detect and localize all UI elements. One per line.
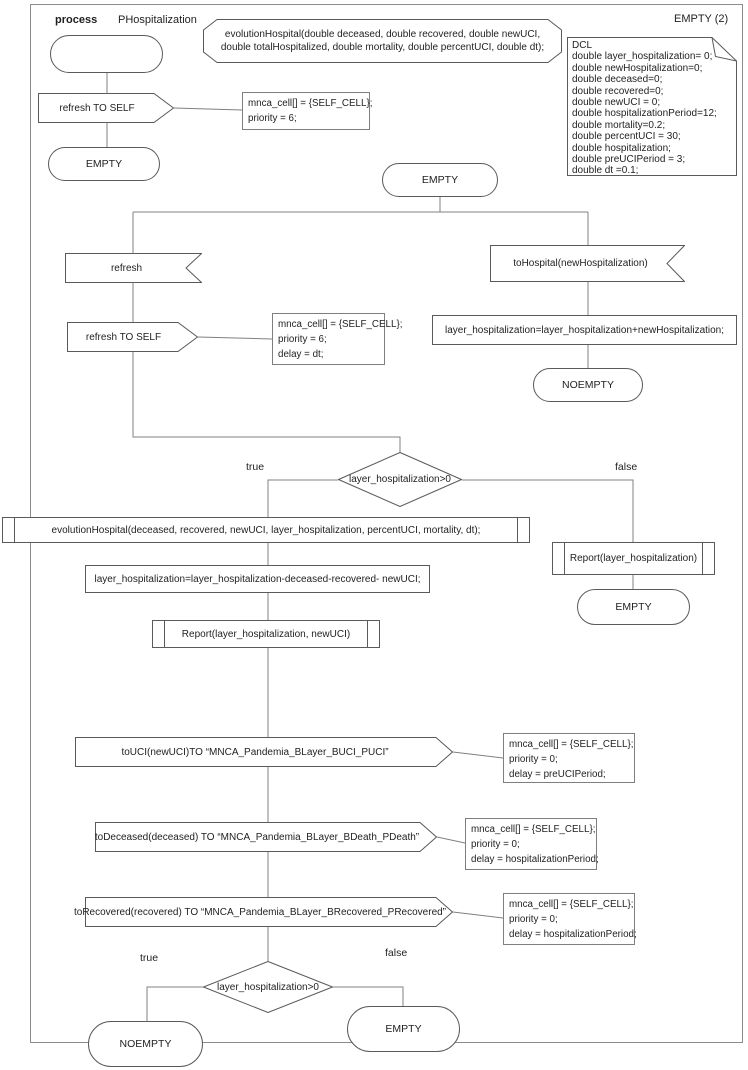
output-signal-to-uci: toUCI(newUCI)TO “MNCA_Pandemia_BLayer_BU… xyxy=(75,737,453,767)
procedure-call-label: evolutionHospital(deceased, recovered, n… xyxy=(51,524,481,536)
procedure-declaration-evolution-hospital: evolutionHospital(double deceased, doubl… xyxy=(203,19,562,63)
task-label: layer_hospitalization=layer_hospitalizat… xyxy=(94,573,421,585)
task-label: layer_hospitalization=layer_hospitalizat… xyxy=(444,324,725,336)
procedure-call-report-newuci: Report(layer_hospitalization, newUCI) xyxy=(152,620,380,648)
decision-label: layer_hospitalization>0 xyxy=(216,981,319,993)
label-true-1: true xyxy=(246,461,265,473)
state-label: EMPTY xyxy=(421,174,459,186)
procedure-declaration-label: evolutionHospital(double deceased, doubl… xyxy=(220,29,545,53)
state-empty-initial: EMPTY xyxy=(48,147,160,181)
output-signal-label: toUCI(newUCI)TO “MNCA_Pandemia_BLayer_BU… xyxy=(121,746,389,758)
output-signal-to-recovered: toRecovered(recovered) TO “MNCA_Pandemia… xyxy=(73,897,453,927)
state-empty-right: EMPTY xyxy=(577,589,690,625)
task-subtract-hospitalization: layer_hospitalization=layer_hospitalizat… xyxy=(85,565,430,593)
comment-box-to-recovered: mnca_cell[] = {SELF_CELL};priority = 0;d… xyxy=(503,893,637,945)
output-signal-refresh-to-self: refresh TO SELF xyxy=(67,322,198,352)
decision-layer-hospitalization-1: layer_hospitalization>0 xyxy=(338,452,462,507)
decision-label: layer_hospitalization>0 xyxy=(348,474,451,485)
output-signal-label: refresh TO SELF xyxy=(59,102,135,114)
state-label: EMPTY xyxy=(615,601,652,613)
page-label: EMPTY (2) xyxy=(674,13,729,25)
input-signal-label: toHospital(newHospitalization) xyxy=(513,258,648,269)
state-noempty-bottom: NOEMPTY xyxy=(88,1021,203,1067)
output-signal-label: toRecovered(recovered) TO “MNCA_Pandemia… xyxy=(73,906,447,918)
procedure-call-label: Report(layer_hospitalization, newUCI) xyxy=(181,628,351,640)
start-symbol xyxy=(50,35,163,73)
state-label: NOEMPTY xyxy=(562,379,614,391)
task-add-hospitalization: layer_hospitalization=layer_hospitalizat… xyxy=(432,315,737,345)
process-kind-label: process xyxy=(55,14,98,26)
output-signal-to-deceased: toDeceased(deceased) TO “MNCA_Pandemia_B… xyxy=(95,822,437,852)
input-signal-refresh: refresh xyxy=(65,253,202,283)
output-signal-label: toDeceased(deceased) TO “MNCA_Pandemia_B… xyxy=(94,831,420,843)
state-label: NOEMPTY xyxy=(119,1038,172,1050)
comment-box-refresh-to-self: mnca_cell[] = {SELF_CELL};priority = 6;d… xyxy=(272,313,402,365)
output-signal-refresh-to-self-initial: refresh TO SELF xyxy=(38,93,174,123)
state-label: EMPTY xyxy=(85,158,123,170)
procedure-call-evolution-hospital: evolutionHospital(deceased, recovered, n… xyxy=(2,517,530,543)
input-signal-to-hospital: toHospital(newHospitalization) xyxy=(490,245,685,282)
procedure-call-report: Report(layer_hospitalization) xyxy=(552,542,715,575)
state-empty-top: EMPTY xyxy=(382,163,498,197)
state-empty-bottom: EMPTY xyxy=(347,1006,460,1052)
procedure-call-label: Report(layer_hospitalization) xyxy=(569,553,698,564)
comment-box-to-deceased: mnca_cell[] = {SELF_CELL};priority = 0;d… xyxy=(465,818,599,870)
decision-layer-hospitalization-2: layer_hospitalization>0 xyxy=(203,961,333,1013)
output-signal-label: refresh TO SELF xyxy=(85,331,162,343)
label-false-2: false xyxy=(385,947,408,959)
state-noempty-right: NOEMPTY xyxy=(533,368,643,402)
process-name-label: PHospitalization xyxy=(118,14,197,26)
comment-box-initial-refresh: mnca_cell[] = {SELF_CELL};priority = 6; xyxy=(242,92,372,130)
state-label: EMPTY xyxy=(385,1023,422,1035)
comment-box-to-uci: mnca_cell[] = {SELF_CELL};priority = 0;d… xyxy=(503,733,635,783)
label-true-2: true xyxy=(140,952,159,964)
label-false-1: false xyxy=(615,461,638,473)
input-signal-label: refresh xyxy=(110,262,143,274)
